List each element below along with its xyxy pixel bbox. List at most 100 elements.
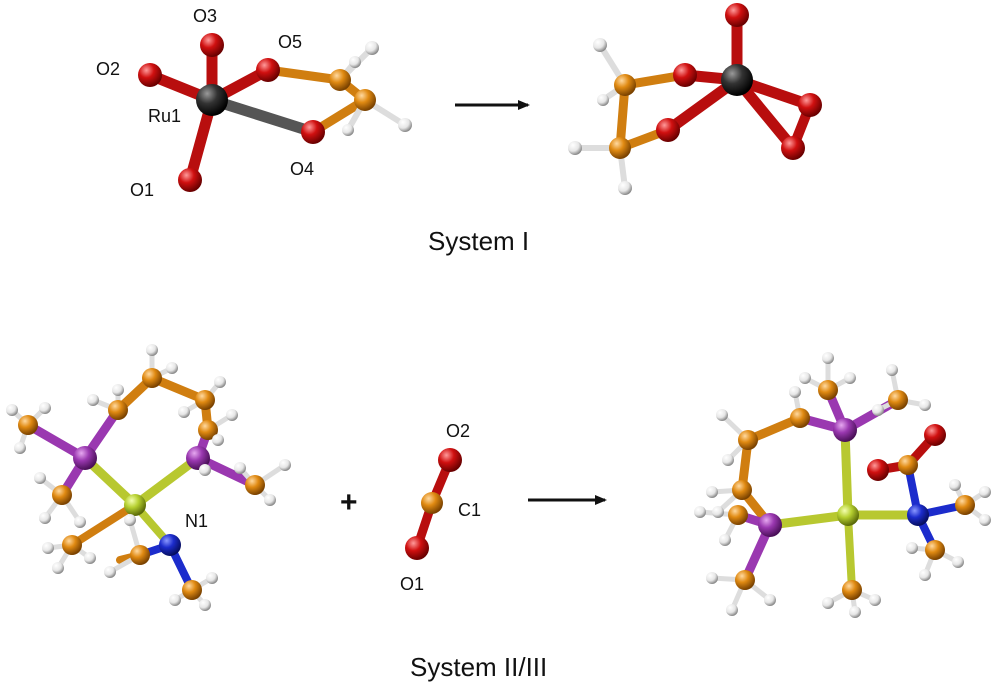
system23-reactant: N1 [6, 344, 291, 611]
hydrogen-atom [104, 566, 116, 578]
hydrogen-atom [146, 344, 158, 356]
carbon-atom [182, 580, 202, 600]
metal-center-atom [124, 494, 146, 516]
atom-label-c1: C1 [458, 500, 481, 520]
hydrogen-atom [949, 479, 961, 491]
oxygen-atom [798, 93, 822, 117]
hydrogen-atom [365, 41, 379, 55]
carbon-atom [52, 485, 72, 505]
oxygen-atom-o5 [256, 58, 280, 82]
hydrogen-atom [234, 462, 246, 474]
carbon-atom [18, 415, 38, 435]
hydrogen-atom [206, 572, 218, 584]
hydrogen-atom [14, 442, 26, 454]
carbon-atom [198, 420, 218, 440]
caption-system-2-3: System II/III [410, 652, 547, 682]
ruthenium-atom [721, 64, 753, 96]
carbon-atom [728, 505, 748, 525]
hydrogen-atom [166, 362, 178, 374]
oxygen-atom [725, 3, 749, 27]
hydrogen-atom [398, 118, 412, 132]
carbon-atom [898, 455, 918, 475]
oxygen-atom-o2 [438, 448, 462, 472]
hydrogen-atom [39, 512, 51, 524]
hydrogen-atom [799, 372, 811, 384]
hydrogen-atom [84, 552, 96, 564]
hydrogen-atom [178, 406, 190, 418]
hydrogen-atom [706, 572, 718, 584]
carbon-atom [735, 570, 755, 590]
nitrogen-atom [907, 504, 929, 526]
oxygen-atom-o3 [200, 33, 224, 57]
carbon-atom-c1 [421, 492, 443, 514]
hydrogen-atom [822, 597, 834, 609]
carbon-atom [614, 74, 636, 96]
oxygen-atom [924, 424, 946, 446]
hydrogen-atom [52, 562, 64, 574]
atoms [568, 3, 822, 195]
hydrogen-atom [214, 376, 226, 388]
bonds [572, 9, 816, 191]
carbon-atom [354, 89, 376, 111]
atom-label-o3: O3 [193, 6, 217, 26]
metal-center-atom [837, 504, 859, 526]
hydrogen-atom [349, 56, 361, 68]
hydrogen-atom [979, 486, 991, 498]
carbon-atom [955, 495, 975, 515]
atoms [694, 352, 991, 618]
hydrogen-atom [199, 599, 211, 611]
carbon-atom [925, 540, 945, 560]
hydrogen-atom [952, 556, 964, 568]
hydrogen-atom [722, 454, 734, 466]
caption-system-1: System I [428, 226, 529, 256]
atoms [138, 33, 412, 192]
carbon-atom [732, 480, 752, 500]
hydrogen-atom [726, 604, 738, 616]
carbon-atom [609, 137, 631, 159]
carbon-atom [790, 408, 810, 428]
carbon-atom [888, 390, 908, 410]
hydrogen-atom [706, 486, 718, 498]
atom-label-o4: O4 [290, 159, 314, 179]
hydrogen-atom [979, 514, 991, 526]
carbon-atom [195, 390, 215, 410]
hydrogen-atom [789, 386, 801, 398]
hydrogen-atom [39, 402, 51, 414]
hydrogen-atom [822, 352, 834, 364]
system1-product [568, 3, 822, 195]
oxygen-atom-o2 [138, 63, 162, 87]
hydrogen-atom [279, 459, 291, 471]
phosphorus-atom [758, 513, 782, 537]
carbon-atom [818, 380, 838, 400]
hydrogen-atom [764, 594, 776, 606]
hydrogen-atom [712, 506, 724, 518]
hydrogen-atom [342, 124, 354, 136]
nitrogen-atom-n1 [159, 534, 181, 556]
plus-sign: + [340, 486, 358, 519]
hydrogen-atom [593, 38, 607, 52]
atom-label-n1: N1 [185, 511, 208, 531]
hydrogen-atom [199, 464, 211, 476]
hydrogen-atom [226, 409, 238, 421]
atom-label-o1: O1 [400, 574, 424, 594]
carbon-atom [842, 580, 862, 600]
phosphorus-atom [186, 446, 210, 470]
system23-product [694, 352, 991, 618]
hydrogen-atom [849, 606, 861, 618]
hydrogen-atom [618, 181, 632, 195]
oxygen-atom [673, 63, 697, 87]
atom-label-o2: O2 [96, 59, 120, 79]
hydrogen-atom [169, 594, 181, 606]
hydrogen-atom [112, 384, 124, 396]
carbon-atom [329, 69, 351, 91]
hydrogen-atom [694, 506, 706, 518]
hydrogen-atom [74, 516, 86, 528]
oxygen-atom-o1 [178, 168, 202, 192]
hydrogen-atom [719, 534, 731, 546]
system1-reactant: O3 O2 O5 Ru1 O4 O1 [96, 6, 412, 200]
oxygen-atom-o1 [405, 536, 429, 560]
hydrogen-atom [716, 409, 728, 421]
atom-label-o1: O1 [130, 180, 154, 200]
hydrogen-atom [34, 472, 46, 484]
